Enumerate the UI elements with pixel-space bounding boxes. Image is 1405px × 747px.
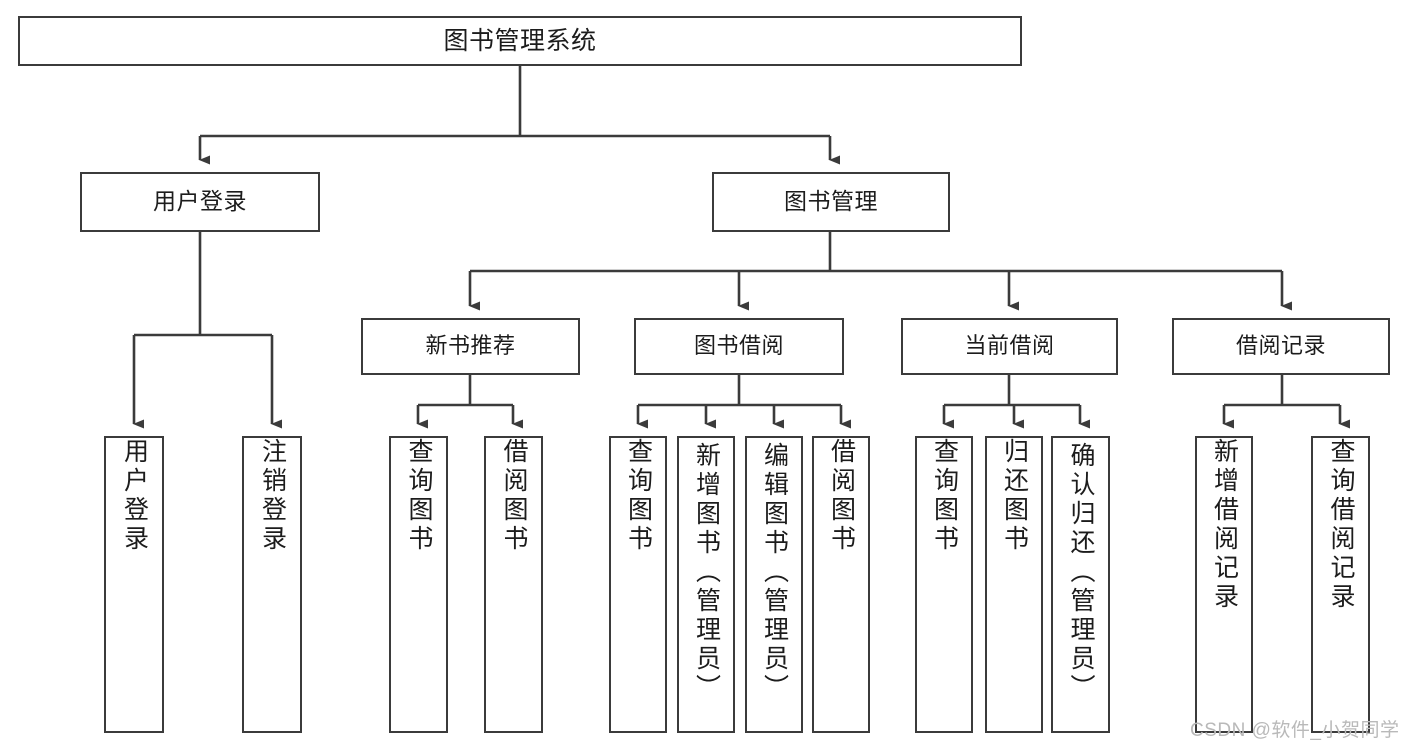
leaf-query-record[interactable]: 查询借阅记录 (1311, 436, 1370, 733)
node-new-book-recommend[interactable]: 新书推荐 (361, 318, 580, 375)
leaf-return-book[interactable]: 归还图书 (985, 436, 1043, 733)
node-book-borrow-label: 图书借阅 (693, 333, 784, 359)
leaf-borrow-book-1-label: 借阅图书 (500, 438, 528, 554)
leaf-query-book-1[interactable]: 查询图书 (389, 436, 448, 733)
leaf-query-book-2[interactable]: 查询图书 (609, 436, 667, 733)
leaf-return-book-label: 归还图书 (1000, 438, 1029, 554)
leaf-borrow-book-1[interactable]: 借阅图书 (484, 436, 543, 733)
leaf-user-login[interactable]: 用户登录 (104, 436, 164, 733)
leaf-user-login-label: 用户登录 (120, 438, 149, 554)
leaf-query-book-1-label: 查询图书 (405, 438, 433, 554)
node-book-borrow[interactable]: 图书借阅 (634, 318, 844, 375)
node-current-borrow[interactable]: 当前借阅 (901, 318, 1118, 375)
node-root[interactable]: 图书管理系统 (18, 16, 1022, 66)
leaf-query-book-2-label: 查询图书 (624, 438, 653, 554)
leaf-confirm-return-label: 确认归还（管理员） (1067, 442, 1095, 703)
leaf-add-book-label: 新增图书（管理员） (692, 442, 721, 703)
node-borrow-record-label: 借阅记录 (1235, 333, 1326, 359)
leaf-add-book[interactable]: 新增图书（管理员） (677, 436, 735, 733)
node-new-book-recommend-label: 新书推荐 (425, 333, 516, 359)
node-root-label: 图书管理系统 (443, 27, 597, 55)
leaf-logout-login-label: 注销登录 (258, 438, 287, 554)
node-current-borrow-label: 当前借阅 (964, 333, 1055, 359)
leaf-borrow-book-2-label: 借阅图书 (827, 438, 856, 554)
node-book-manage[interactable]: 图书管理 (712, 172, 950, 232)
leaf-edit-book[interactable]: 编辑图书（管理员） (745, 436, 803, 733)
node-user-login[interactable]: 用户登录 (80, 172, 320, 232)
node-borrow-record[interactable]: 借阅记录 (1172, 318, 1390, 375)
leaf-borrow-book-2[interactable]: 借阅图书 (812, 436, 870, 733)
leaf-add-record-label: 新增借阅记录 (1210, 438, 1239, 612)
node-user-login-label: 用户登录 (153, 188, 247, 215)
node-book-manage-label: 图书管理 (784, 188, 878, 215)
leaf-add-record[interactable]: 新增借阅记录 (1195, 436, 1253, 733)
leaf-query-record-label: 查询借阅记录 (1327, 438, 1355, 612)
csdn-watermark: CSDN @软件_小贺同学 (1190, 720, 1400, 741)
leaf-confirm-return[interactable]: 确认归还（管理员） (1051, 436, 1110, 733)
leaf-logout-login[interactable]: 注销登录 (242, 436, 302, 733)
leaf-edit-book-label: 编辑图书（管理员） (760, 442, 789, 703)
leaf-query-book-3-label: 查询图书 (930, 438, 959, 554)
leaf-query-book-3[interactable]: 查询图书 (915, 436, 973, 733)
